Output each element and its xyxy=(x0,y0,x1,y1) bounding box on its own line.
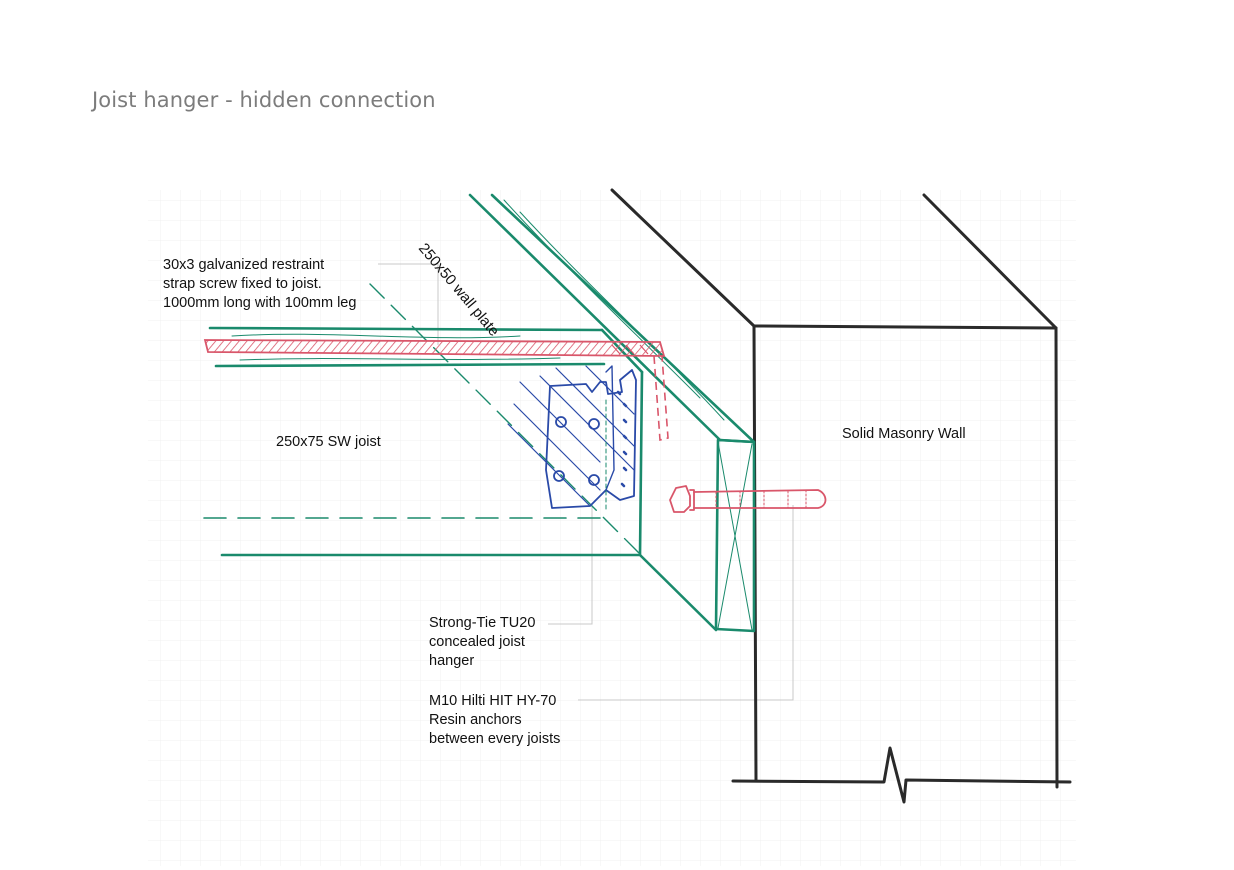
wall-plate-bottom-edge xyxy=(468,193,722,442)
wall-plate-end-face xyxy=(714,438,756,633)
wall-plate-end-cross xyxy=(717,441,753,631)
joist-top-back xyxy=(214,362,606,368)
restraint-strap xyxy=(203,339,669,442)
hanger-label: Strong-Tie TU20 concealed joist hanger xyxy=(429,614,535,671)
anchor-thread xyxy=(715,489,807,509)
grid-paper xyxy=(148,190,1076,866)
hanger-label-line: hanger xyxy=(429,653,475,669)
joist-top-edge xyxy=(208,326,604,332)
hanger-hole xyxy=(588,474,600,486)
anchor-shank xyxy=(693,489,827,509)
wall-right-face xyxy=(1054,326,1059,789)
wall-plate-grain xyxy=(503,199,725,421)
strap-label: 30x3 galvanized restraint strap screw fi… xyxy=(163,256,356,313)
wall-top-right-edge xyxy=(922,193,1058,330)
strap-label-line: 30x3 galvanized restraint xyxy=(163,257,325,273)
anchor-leader xyxy=(578,505,794,701)
joist-end-face xyxy=(638,370,718,632)
wall-plate-top-edge xyxy=(490,193,756,444)
resin-anchor xyxy=(669,485,827,513)
joist-end-diagonal xyxy=(369,283,641,555)
strap-label-line: strap screw fixed to joist. xyxy=(163,276,322,292)
hanger-flange xyxy=(605,365,615,491)
wall-plate xyxy=(468,193,756,633)
anchor-label: M10 Hilti HIT HY-70 Resin anchors betwee… xyxy=(429,692,560,749)
strap-leg-dashed xyxy=(653,355,669,442)
joist-grain xyxy=(231,333,561,361)
wall-label: Solid Masonry Wall xyxy=(842,426,966,442)
hanger-leader xyxy=(548,505,593,625)
strap-leader xyxy=(378,263,439,345)
joist xyxy=(203,283,718,632)
strap-label-line: 1000mm long with 100mm leg xyxy=(163,295,357,311)
wall-top-left-edge xyxy=(610,188,756,328)
strap-leg-hatch-lines xyxy=(611,344,649,355)
hanger-hidden-lines xyxy=(507,365,635,507)
hanger-label-line: Strong-Tie TU20 xyxy=(429,615,536,631)
hanger-hole xyxy=(553,470,565,482)
anchor-label-line: M10 Hilti HIT HY-70 xyxy=(429,693,557,709)
hanger-label-line: concealed joist xyxy=(429,634,525,650)
hanger-plate xyxy=(545,369,637,509)
anchor-washer xyxy=(689,489,695,511)
hanger-hole xyxy=(555,416,567,428)
wall-top-front-edge xyxy=(752,324,1058,330)
joist-label: 250x75 SW joist xyxy=(276,434,381,450)
page-title: Joist hanger - hidden connection xyxy=(92,88,436,112)
joist-hanger xyxy=(507,365,637,513)
leader-lines xyxy=(378,263,794,701)
strap-band xyxy=(203,339,666,357)
anchor-label-line: Resin anchors xyxy=(429,712,522,728)
hanger-hole xyxy=(588,418,600,430)
anchor-label-line: between every joists xyxy=(429,731,561,747)
wall-break-line xyxy=(731,746,1072,804)
anchor-hex-head xyxy=(669,485,691,513)
